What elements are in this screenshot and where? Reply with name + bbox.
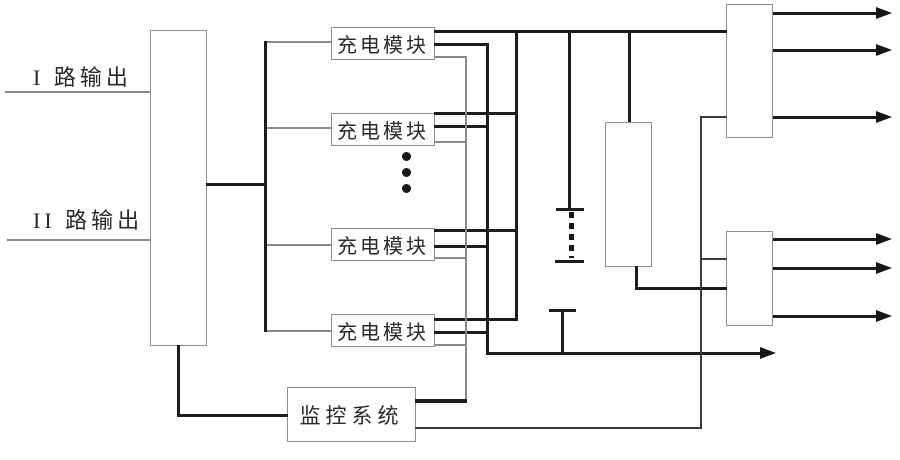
output-panel-upper-box bbox=[726, 4, 773, 138]
lower-panel-in-1 bbox=[700, 258, 727, 260]
minus-arrow-icon bbox=[760, 347, 776, 359]
plus-bus-vertical bbox=[514, 31, 518, 321]
monitoring-system-label: 监控系统 bbox=[299, 403, 404, 428]
battery-box-bottom-stem bbox=[634, 266, 638, 289]
cm4-out-mid bbox=[434, 330, 489, 334]
out-arrow-line-2 bbox=[773, 48, 877, 52]
input-label-2: II 路输出 bbox=[33, 208, 144, 233]
output-arrow-icon-4 bbox=[876, 233, 892, 245]
charging-module-box-2: 充电模块 bbox=[331, 113, 435, 146]
cm2-out-mid bbox=[434, 124, 489, 128]
upper-panel-in-2 bbox=[700, 116, 727, 118]
cm4-out-low bbox=[434, 344, 467, 346]
comm-bus-vertical bbox=[465, 57, 467, 403]
cm2-out-low bbox=[434, 141, 467, 143]
top-bus bbox=[434, 29, 727, 33]
output-arrow-icon-1 bbox=[876, 7, 892, 19]
charging-module-box-3: 充电模块 bbox=[331, 228, 435, 261]
monitor-out-long bbox=[415, 427, 702, 429]
out-arrow-line-4 bbox=[773, 237, 877, 241]
battery-group-box bbox=[605, 122, 652, 267]
monitoring-system-box: 监控系统 bbox=[287, 387, 416, 442]
output-arrow-icon-5 bbox=[876, 262, 892, 274]
output-arrow-icon-6 bbox=[876, 310, 892, 322]
battery-box-out bbox=[635, 286, 727, 290]
cm1-out-low bbox=[434, 56, 467, 58]
cm1-out-mid bbox=[434, 42, 489, 46]
bus-3 bbox=[434, 228, 518, 232]
charging-module-2-label: 充电模块 bbox=[337, 121, 429, 143]
input-1-line bbox=[5, 91, 150, 93]
cm3-out-low bbox=[434, 257, 467, 259]
battery-box-top-stem bbox=[627, 31, 631, 122]
battery-stem bbox=[567, 31, 571, 209]
cm3-input bbox=[265, 244, 332, 246]
source-distribution-box bbox=[150, 30, 207, 346]
out-arrow-line-3 bbox=[773, 115, 877, 119]
charging-module-4-label: 充电模块 bbox=[337, 322, 429, 344]
monitor-out-thick bbox=[415, 399, 467, 403]
cm1-input bbox=[265, 41, 332, 43]
battery-low-stem bbox=[560, 310, 564, 354]
charging-module-1-label: 充电模块 bbox=[337, 35, 429, 57]
battery-plate-2 bbox=[555, 259, 584, 263]
out-arrow-line-5 bbox=[773, 266, 877, 270]
monitor-feed bbox=[177, 413, 288, 417]
out-arrow-line-1 bbox=[773, 11, 877, 15]
distribution-vertical bbox=[263, 41, 267, 332]
charging-module-box-1: 充电模块 bbox=[331, 27, 435, 60]
ellipsis-dots-icon bbox=[402, 152, 412, 194]
cm4-input bbox=[265, 330, 332, 332]
bus-2 bbox=[434, 111, 518, 115]
output-panel-lower-box bbox=[726, 231, 773, 326]
output-arrow-icon-2 bbox=[876, 44, 892, 56]
charging-module-3-label: 充电模块 bbox=[337, 236, 429, 258]
monitor-riser bbox=[700, 117, 702, 429]
cm4-out-top bbox=[434, 317, 518, 321]
output-arrow-icon-3 bbox=[876, 111, 892, 123]
minus-bus-vertical bbox=[485, 44, 489, 355]
cm3-out-mid bbox=[434, 244, 489, 248]
source-feed bbox=[206, 182, 266, 186]
battery-dashed-stem bbox=[569, 212, 574, 258]
input-2-line bbox=[7, 239, 150, 241]
cm2-input bbox=[265, 127, 332, 129]
input-label-1: I 路输出 bbox=[33, 65, 132, 90]
source-drop bbox=[176, 345, 180, 416]
charging-module-box-4: 充电模块 bbox=[331, 314, 435, 347]
minus-line bbox=[487, 351, 762, 355]
battery-plate-1 bbox=[556, 207, 584, 211]
out-arrow-line-6 bbox=[773, 314, 877, 318]
